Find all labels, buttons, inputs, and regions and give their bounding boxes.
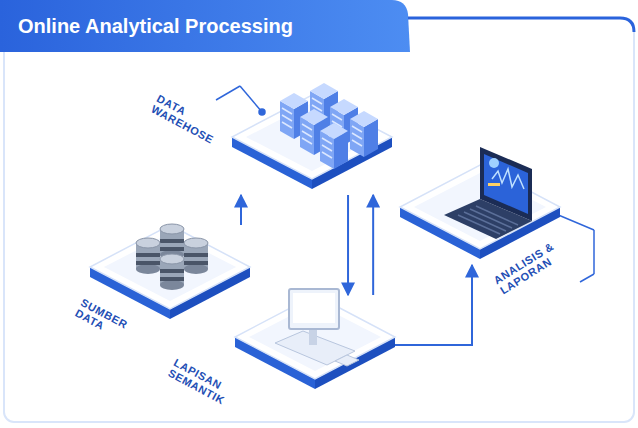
title: Online Analytical Processing <box>18 15 293 38</box>
illustration-part <box>352 140 362 146</box>
illustration-part <box>302 131 312 137</box>
illustration-part <box>312 98 322 104</box>
flow-arrow <box>372 195 374 295</box>
flow-arrow <box>240 195 242 225</box>
illustration-part <box>470 209 512 228</box>
tab-edge <box>408 18 634 32</box>
illustration-part <box>289 289 339 329</box>
platform-illustration <box>90 225 250 325</box>
illustration-part <box>282 108 292 114</box>
illustration-part <box>309 329 317 345</box>
illustration-part <box>282 115 292 121</box>
illustration-part <box>480 147 532 221</box>
illustration-part <box>280 93 308 109</box>
platform-illustration <box>235 295 395 395</box>
illustration-part <box>352 126 362 132</box>
illustration-part <box>484 154 528 214</box>
illustration-part <box>160 224 184 234</box>
illustration-part <box>300 109 328 125</box>
platform-node: DATA WAREHOSE <box>232 95 392 195</box>
illustration-part <box>184 261 208 265</box>
platform-node: LAPISAN SEMANTIK <box>235 295 395 395</box>
illustration-part <box>282 122 292 128</box>
illustration-part <box>332 114 342 120</box>
flow-arrow <box>395 265 472 345</box>
illustration-part <box>302 124 312 130</box>
illustration-part <box>160 277 184 281</box>
illustration-part <box>136 238 160 248</box>
illustration-part <box>302 138 312 144</box>
illustration-part <box>136 261 160 265</box>
illustration-part <box>136 264 160 274</box>
illustration-part <box>320 123 348 139</box>
title-tab <box>0 0 410 52</box>
illustration-part <box>160 280 184 290</box>
illustration-part <box>310 83 338 99</box>
illustration-part <box>350 111 378 127</box>
illustration-part <box>184 238 208 248</box>
illustration-part <box>184 264 208 274</box>
illustration-part <box>464 212 506 231</box>
illustration-part <box>293 293 335 323</box>
illustration-part <box>489 158 499 168</box>
illustration-part <box>136 253 160 257</box>
illustration-part <box>246 103 378 171</box>
illustration-part <box>160 239 184 243</box>
platform-node: SUMBER DATA <box>90 225 250 325</box>
illustration-part <box>322 152 332 158</box>
illustration-part <box>335 355 359 366</box>
illustration-part <box>458 215 500 234</box>
platform-node: ANALISIS & LAPORAN <box>400 165 560 265</box>
frame <box>4 18 634 422</box>
illustration-part <box>352 133 362 139</box>
illustration-part <box>330 99 358 115</box>
illustration-part <box>160 254 184 264</box>
platform-illustration <box>232 95 392 195</box>
illustration-part <box>322 145 332 151</box>
flow-arrow <box>347 195 349 295</box>
illustration-part <box>160 269 184 273</box>
illustration-part <box>322 138 332 144</box>
illustration-part <box>184 253 208 257</box>
illustration-part <box>90 225 250 309</box>
illustration-part <box>488 183 500 186</box>
illustration-part <box>160 247 184 251</box>
